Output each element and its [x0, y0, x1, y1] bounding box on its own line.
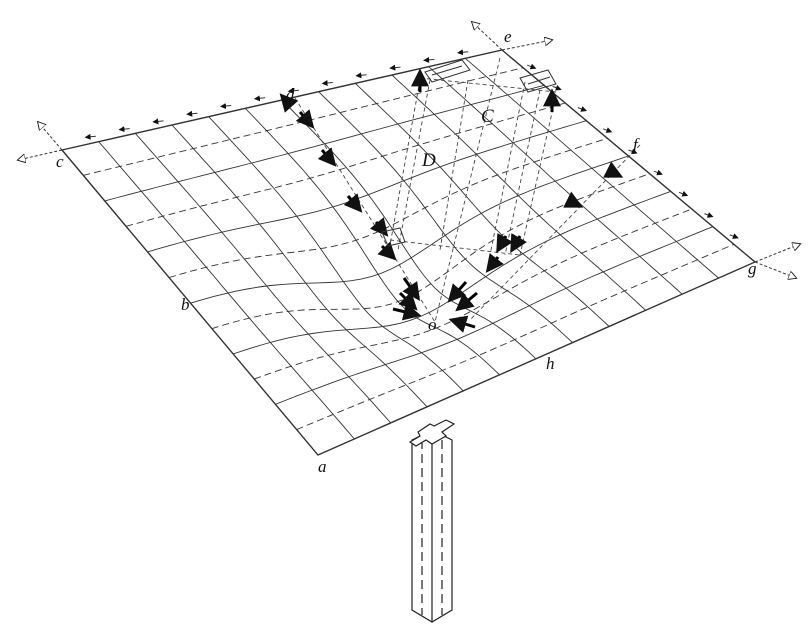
- grid-line: [254, 208, 692, 380]
- edge-arrow-icon: [653, 169, 663, 176]
- outward-load-arrow-icon: [754, 261, 796, 278]
- column: [408, 419, 456, 623]
- stress-arrow-icon: [343, 193, 363, 213]
- edge-arrow-icon: [355, 72, 367, 79]
- edge-arrow-icon: [253, 95, 266, 102]
- stress-arrow-icon: [447, 281, 468, 303]
- edge-arrows: [84, 49, 739, 239]
- label-e: e: [504, 27, 512, 46]
- strut-lines: [294, 57, 641, 323]
- edge-arrow-icon: [729, 233, 739, 239]
- outward-load-arrow-icon: [472, 22, 503, 51]
- edge-arrow-icon: [628, 148, 638, 155]
- outward-load-arrow-icon: [501, 40, 552, 51]
- stress-arrow-icon: [496, 233, 513, 254]
- stress-arrow-icon: [563, 191, 584, 208]
- label-C: C: [481, 106, 494, 127]
- grid-line: [465, 57, 719, 279]
- edge-arrow-icon: [678, 190, 689, 197]
- label-b: b: [181, 295, 190, 314]
- stress-arrow-icon: [377, 241, 397, 261]
- label-c: c: [56, 152, 64, 171]
- edge-arrow-icon: [287, 87, 299, 94]
- slab-outline: [60, 49, 757, 456]
- edge-arrow-icon: [552, 84, 562, 91]
- grid-line: [134, 133, 392, 424]
- grid-line: [318, 91, 574, 344]
- stress-arrow-icon: [317, 147, 337, 167]
- label-h: h: [546, 354, 555, 373]
- stress-arrow-icon: [392, 302, 422, 321]
- hatch-blocks: [381, 59, 557, 247]
- stress-arrow-icon: [279, 93, 299, 113]
- stress-arrow-icon: [448, 315, 476, 333]
- stress-arrow-icon: [455, 291, 478, 312]
- stress-arrow-icon: [485, 253, 504, 273]
- edge-arrow-icon: [84, 133, 96, 140]
- edge-arrow-icon: [704, 212, 714, 218]
- edge-arrow-icon: [186, 110, 198, 117]
- edge-arrow-icon: [603, 127, 613, 133]
- edge-arrow-icon: [527, 63, 537, 70]
- label-f: f: [633, 135, 640, 154]
- grid-line: [211, 173, 650, 330]
- grid-line: [104, 84, 545, 202]
- edge-arrow-icon: [389, 64, 401, 71]
- outward-load-arrow-icon: [754, 244, 800, 263]
- edge-arrow-icon: [152, 118, 164, 125]
- edge-arrow-icon: [118, 126, 130, 133]
- stress-arrows: [279, 68, 624, 333]
- slab-grid: [60, 49, 757, 456]
- grid-line: [296, 243, 735, 431]
- stress-arrow-icon: [369, 217, 389, 237]
- edge-arrow-icon: [220, 103, 232, 110]
- label-a: a: [318, 457, 327, 476]
- edge-arrow-icon: [423, 56, 435, 63]
- label-D: D: [421, 150, 436, 171]
- corner-loads: [18, 22, 800, 278]
- edge-arrow-icon: [577, 106, 588, 112]
- label-g: g: [748, 259, 757, 278]
- grid-line: [83, 67, 524, 176]
- grid-line: [244, 108, 501, 376]
- point-labels: a b c d e f g h o C D: [56, 27, 757, 476]
- stress-arrow-icon: [510, 233, 527, 254]
- grid-line: [171, 124, 428, 408]
- outward-load-arrow-icon: [18, 149, 63, 160]
- edge-arrow-icon: [321, 80, 333, 87]
- outward-load-arrow-icon: [38, 122, 63, 151]
- label-d: d: [286, 85, 295, 104]
- edge-arrow-icon: [457, 49, 469, 56]
- stress-arrow-icon: [402, 277, 421, 301]
- stress-arrow-icon: [603, 161, 624, 178]
- label-o: o: [428, 315, 437, 334]
- stress-arrow-icon: [295, 109, 315, 129]
